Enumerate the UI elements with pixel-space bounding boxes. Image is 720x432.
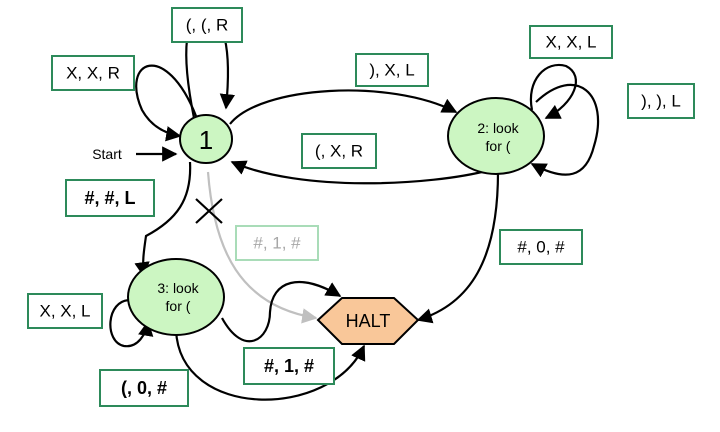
cross-mark-icon: [195, 198, 223, 224]
label-s1-to-s3: #, #, L: [65, 179, 155, 217]
label-s3-self: X, X, L: [27, 293, 103, 329]
svg-text:(, (, R: (, (, R: [186, 16, 229, 35]
svg-text:#, 1, #: #, 1, #: [264, 356, 314, 376]
svg-text:#, #, L: #, #, L: [84, 188, 135, 208]
edge-s3-to-halt-0: [174, 329, 366, 401]
state-1-label: 1: [199, 125, 213, 155]
label-s1-self-top: (, (, R: [171, 7, 243, 43]
label-s1-to-s2: ), X, L: [355, 53, 429, 87]
state-3-label-line1: 3: look: [157, 280, 199, 296]
edge-s3-self: [109, 298, 154, 348]
edge-s2-to-s1: [230, 160, 491, 185]
halt-state: HALT: [316, 297, 420, 345]
edge-s1-to-halt: [206, 171, 318, 324]
state-2: 2: look for (: [447, 97, 545, 175]
edge-s1-to-s3: [134, 161, 192, 278]
label-s3-to-halt-1: #, 1, #: [243, 347, 335, 385]
svg-text:X, X, R: X, X, R: [66, 64, 120, 83]
state-2-label-line2: for (: [486, 138, 511, 154]
svg-text:), ), L: ), ), L: [641, 92, 681, 111]
label-s2-to-halt: #, 0, #: [499, 229, 583, 265]
edge-s1-self-left: [135, 64, 198, 142]
halt-label: HALT: [346, 311, 391, 331]
label-s1-to-halt: #, 1, #: [235, 225, 319, 261]
state-3: 3: look for (: [127, 258, 225, 336]
label-s2-self-top: X, X, L: [529, 25, 613, 59]
edge-s1-to-s2: [229, 89, 458, 125]
state-3-label-line2: for (: [166, 298, 191, 314]
edge-s2-self-right: [530, 83, 600, 178]
svg-text:#, 0, #: #, 0, #: [517, 238, 565, 257]
svg-text:), X, L: ), X, L: [369, 61, 414, 80]
label-s2-self-right: ), ), L: [627, 83, 695, 119]
state-2-label-line1: 2: look: [477, 120, 519, 136]
edge-s2-self-top: [529, 63, 577, 119]
label-s3-to-halt-0: (, 0, #: [99, 369, 189, 407]
edge-s2-to-halt: [416, 171, 500, 324]
start-label: Start: [92, 146, 122, 162]
state-1: 1: [179, 114, 233, 164]
svg-text:#, 1, #: #, 1, #: [253, 234, 301, 253]
svg-text:X, X, L: X, X, L: [39, 302, 90, 321]
svg-text:(, X, R: (, X, R: [315, 142, 363, 161]
svg-text:(, 0, #: (, 0, #: [121, 378, 167, 398]
edge-s3-to-halt-1: [221, 281, 342, 343]
svg-text:X, X, L: X, X, L: [545, 33, 596, 52]
label-s2-to-s1: (, X, R: [301, 133, 377, 169]
label-s1-self-left: X, X, R: [51, 55, 135, 91]
